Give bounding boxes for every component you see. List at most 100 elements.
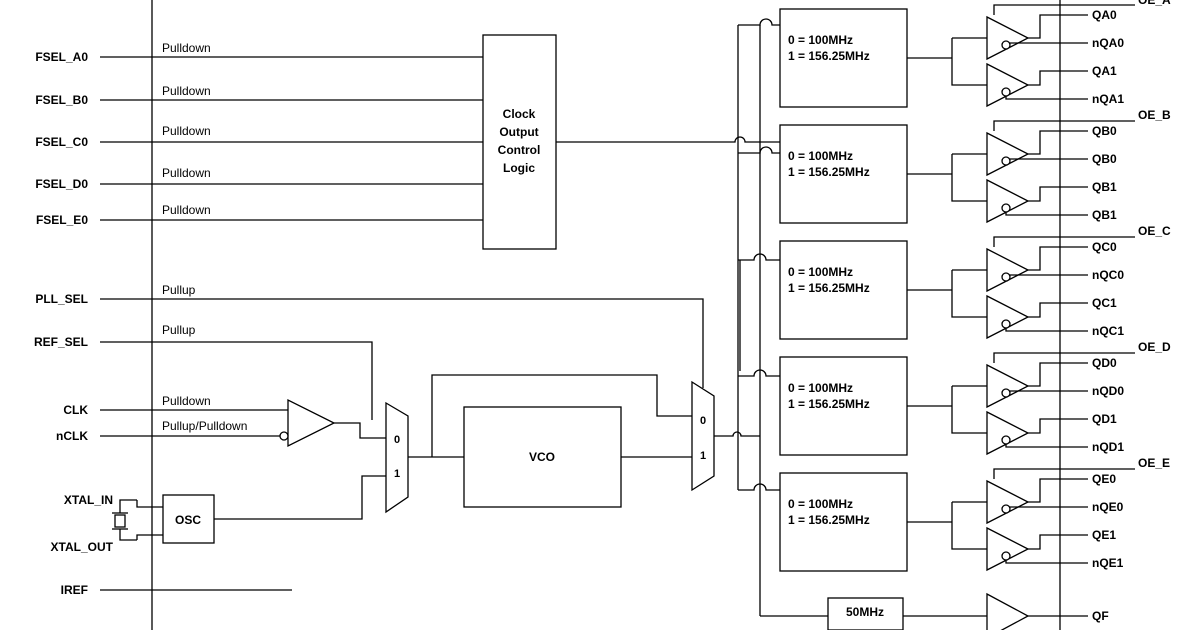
svg-text:1 = 156.25MHz: 1 = 156.25MHz: [788, 165, 870, 179]
divider-bank-b: 0 = 100MHz 1 = 156.25MHz: [738, 124, 952, 224]
reference-select-mux: [385, 401, 409, 514]
inversion-bubble: [1001, 203, 1011, 213]
fixed-divider-label: 50MHz: [846, 605, 884, 619]
svg-text:0 = 100MHz: 0 = 100MHz: [788, 33, 853, 47]
inversion-bubble: [1001, 551, 1011, 561]
pin-xtal-out: XTAL_OUT: [51, 540, 114, 554]
output-buffer-c0: [986, 247, 1030, 293]
divider-bank-c: 0 = 100MHz 1 = 156.25MHz: [738, 240, 952, 340]
oe-label-e: OE_E: [1138, 456, 1170, 470]
output-buffer-d0: [986, 363, 1030, 409]
crystal-symbol: [112, 499, 163, 541]
output-pin-c1: nQC0: [1092, 268, 1124, 282]
inversion-bubble: [1001, 87, 1011, 97]
output-pin-a3: nQA1: [1092, 92, 1124, 106]
pll-bypass-wire: [431, 374, 692, 457]
pll-select-mux: [691, 380, 715, 492]
divider-bank-a: 0 = 100MHz 1 = 156.25MHz: [738, 8, 952, 108]
output-pin-c0: QC0: [1092, 240, 1117, 254]
svg-text:1 = 156.25MHz: 1 = 156.25MHz: [788, 49, 870, 63]
inversion-bubble: [1001, 156, 1011, 166]
clk-buffer-output-wire: [334, 422, 386, 439]
output-pin-d1: nQD0: [1092, 384, 1124, 398]
pin-ref-sel: REF_SEL: [34, 335, 88, 349]
oe-label-b: OE_B: [1138, 108, 1171, 122]
svg-text:0 = 100MHz: 0 = 100MHz: [788, 265, 853, 279]
control-logic-label-2: Output: [499, 125, 538, 139]
output-pin-a2: QA1: [1092, 64, 1117, 78]
svg-text:0 = 100MHz: 0 = 100MHz: [788, 381, 853, 395]
oe-label-c: OE_C: [1138, 224, 1171, 238]
output-pin-c3: nQC1: [1092, 324, 1124, 338]
svg-text:1 = 156.25MHz: 1 = 156.25MHz: [788, 513, 870, 527]
output-pin-b3: QB1: [1092, 208, 1117, 222]
res-fsel-d0: Pulldown: [162, 166, 211, 180]
inversion-bubble: [1001, 435, 1011, 445]
svg-text:1 = 156.25MHz: 1 = 156.25MHz: [788, 397, 870, 411]
pll-mux-input-1: 1: [700, 450, 706, 462]
res-fsel-e0: Pulldown: [162, 203, 211, 217]
resistor-labels: Pulldown Pulldown Pulldown Pulldown Pull…: [162, 41, 247, 433]
pin-fsel-c0: FSEL_C0: [35, 135, 88, 149]
output-driver-banks: QA0nQA0QA1nQA1OE_AQB0QB0QB1QB1OE_BQC0nQC…: [951, 0, 1171, 572]
control-logic-label-3: Control: [498, 143, 541, 157]
output-buffer-d1: [986, 410, 1030, 456]
output-pin-a0: QA0: [1092, 8, 1117, 22]
ref-mux-input-0: 0: [394, 434, 400, 446]
pin-fsel-a0: FSEL_A0: [35, 50, 88, 64]
output-buffer-c1: [986, 294, 1030, 340]
clock-output-control-logic: [482, 34, 557, 250]
clock-distribution-wires: [714, 25, 761, 616]
output-pin-e3: nQE1: [1092, 556, 1124, 570]
pll-mux-input-0: 0: [700, 415, 706, 427]
nclk-inversion-bubble: [279, 431, 289, 441]
qf-output-buffer: [986, 592, 1030, 630]
output-pin-b0: QB0: [1092, 124, 1117, 138]
output-buffer-e0: [986, 479, 1030, 525]
input-pin-labels: FSEL_A0 FSEL_B0 FSEL_C0 FSEL_D0 FSEL_E0 …: [34, 50, 114, 597]
output-buffer-b0: [986, 131, 1030, 177]
pll-sel-wire: [100, 298, 704, 388]
pin-clk: CLK: [63, 403, 88, 417]
output-pin-e1: nQE0: [1092, 500, 1124, 514]
res-fsel-c0: Pulldown: [162, 124, 211, 138]
divider-bank-d: 0 = 100MHz 1 = 156.25MHz: [738, 356, 952, 456]
fsel-input-wires: [100, 56, 483, 221]
clk-input-wires: [100, 409, 288, 437]
pin-iref: IREF: [61, 583, 88, 597]
clk-input-buffer: [287, 398, 336, 448]
inversion-bubble: [1001, 388, 1011, 398]
inversion-bubble: [1001, 272, 1011, 282]
ref-sel-wire: [100, 341, 373, 420]
pin-nclk: nCLK: [56, 429, 88, 443]
pin-fsel-e0: FSEL_E0: [36, 213, 88, 227]
res-fsel-b0: Pulldown: [162, 84, 211, 98]
pin-pll-sel: PLL_SEL: [35, 292, 88, 306]
ref-mux-input-1: 1: [394, 468, 400, 480]
output-buffer-b1: [986, 178, 1030, 224]
svg-text:0 = 100MHz: 0 = 100MHz: [788, 497, 853, 511]
output-pin-d0: QD0: [1092, 356, 1117, 370]
control-bus-wires: [556, 136, 780, 371]
output-pin-e0: QE0: [1092, 472, 1116, 486]
res-pll-sel: Pullup: [162, 283, 196, 297]
res-nclk: Pullup/Pulldown: [162, 419, 247, 433]
control-logic-label-1: Clock: [503, 107, 536, 121]
vco-label: VCO: [529, 450, 555, 464]
pin-xtal-in: XTAL_IN: [64, 493, 113, 507]
output-pin-d2: QD1: [1092, 412, 1117, 426]
oe-label-d: OE_D: [1138, 340, 1171, 354]
divider-bank-e: 0 = 100MHz 1 = 156.25MHz: [738, 472, 952, 572]
res-fsel-a0: Pulldown: [162, 41, 211, 55]
inversion-bubble: [1001, 319, 1011, 329]
svg-text:0 = 100MHz: 0 = 100MHz: [788, 149, 853, 163]
pin-fsel-b0: FSEL_B0: [35, 93, 88, 107]
output-pin-d3: nQD1: [1092, 440, 1124, 454]
output-pin-c2: QC1: [1092, 296, 1117, 310]
output-buffer-e1: [986, 526, 1030, 572]
